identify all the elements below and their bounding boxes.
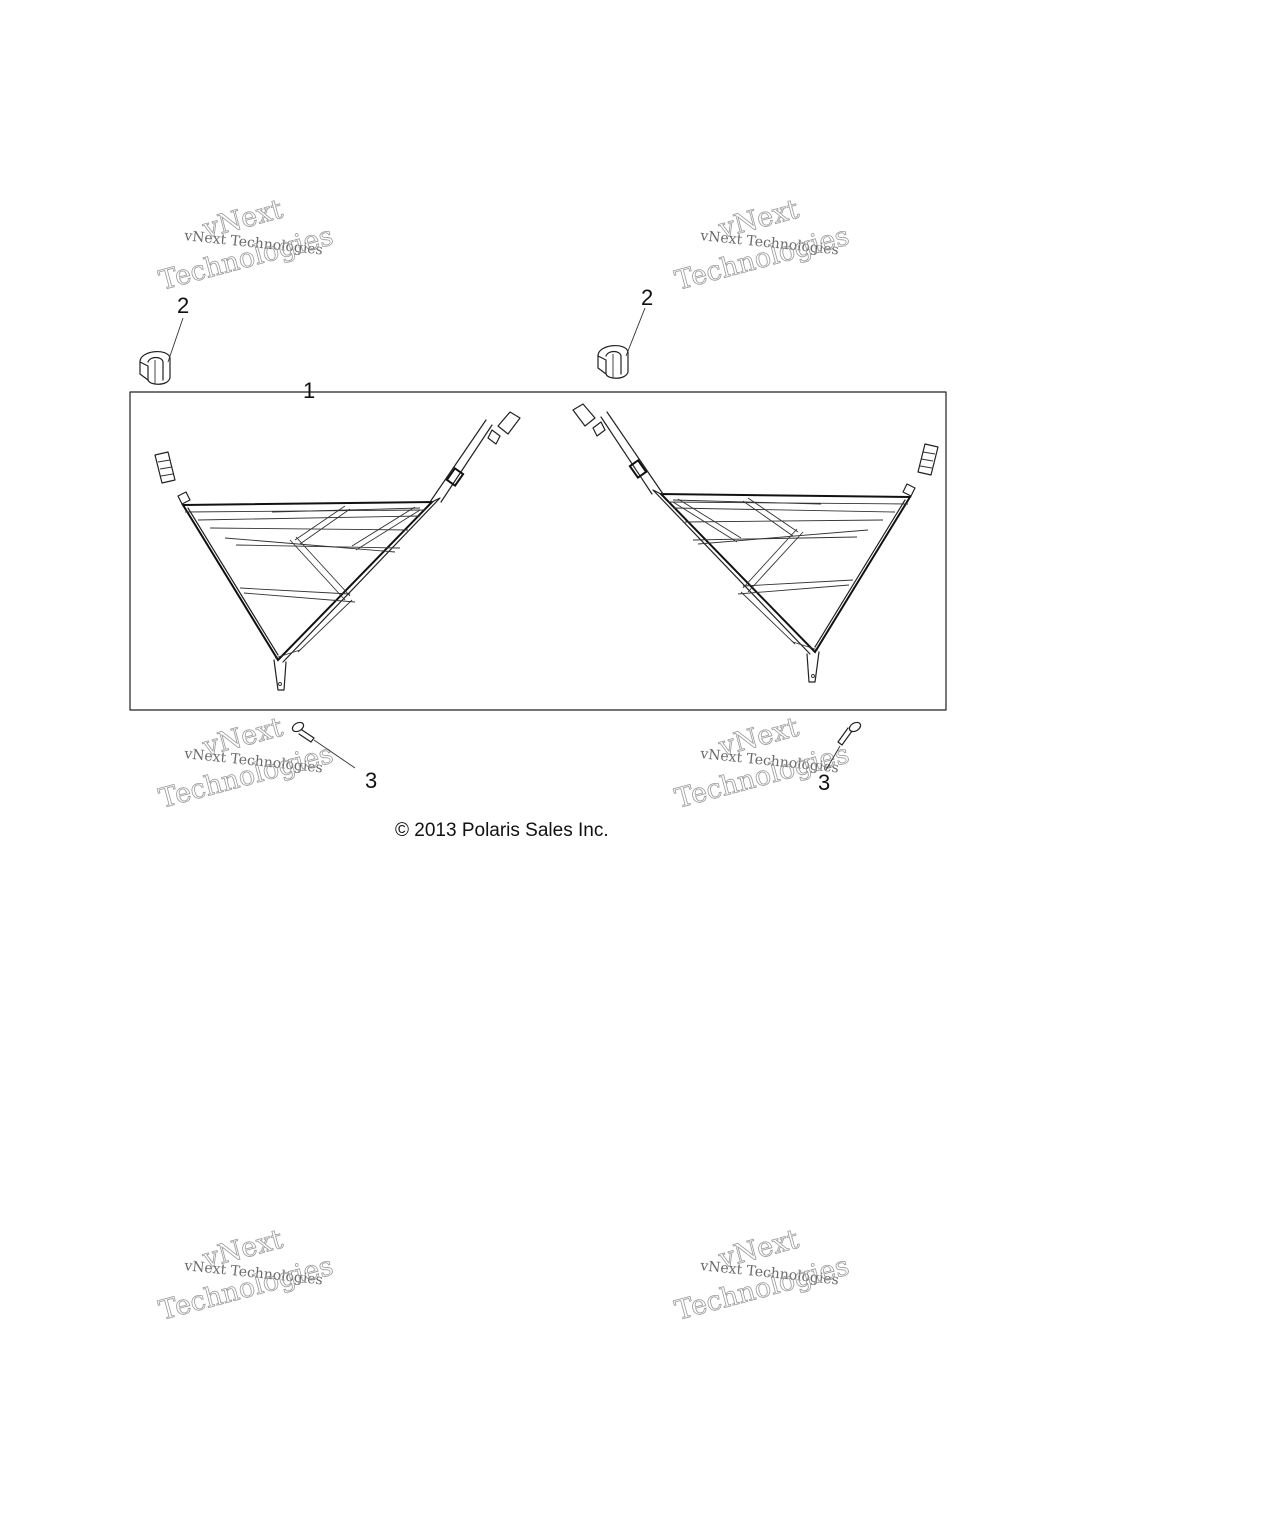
leader-screw-right xyxy=(825,745,841,771)
copyright-notice: © 2013 Polaris Sales Inc. xyxy=(395,820,609,841)
clip-right xyxy=(597,345,629,379)
leader-clip-right xyxy=(625,307,646,357)
clip-left xyxy=(139,351,171,385)
callout-1: 1 xyxy=(303,378,315,403)
leader-screw-left xyxy=(313,739,356,769)
callout-2-left: 2 xyxy=(177,293,189,318)
net-assembly-frame xyxy=(129,391,947,711)
callout-3-right: 3 xyxy=(818,770,830,795)
leader-clip-left xyxy=(167,317,184,363)
screw-left xyxy=(291,721,315,743)
left-door-net xyxy=(154,411,521,691)
screw-right xyxy=(837,721,862,746)
callout-3-left: 3 xyxy=(365,768,377,793)
callout-2-right: 2 xyxy=(641,285,653,310)
right-door-net xyxy=(572,403,939,683)
